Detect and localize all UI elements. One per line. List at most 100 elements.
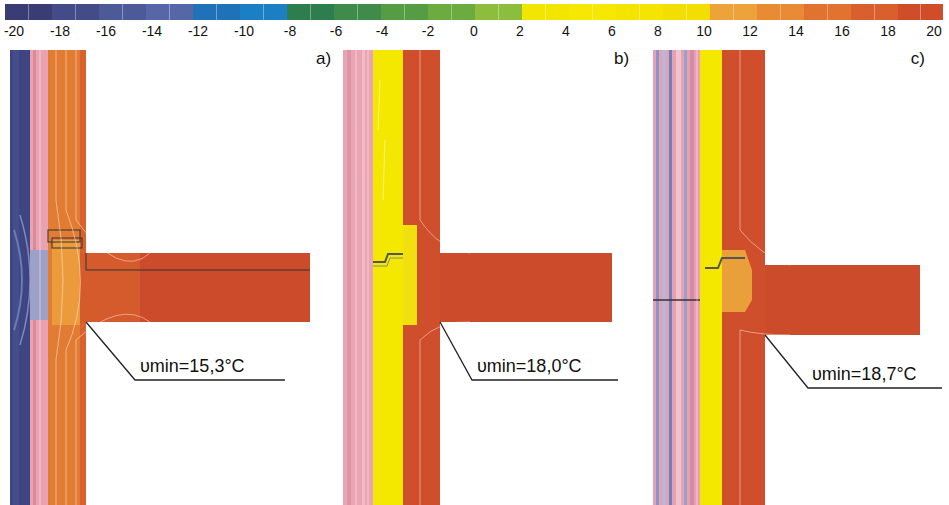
panel-a-field-part: [30, 50, 48, 505]
panel-c-field-part: [690, 50, 694, 505]
panel-a-field-part: [80, 322, 86, 505]
temperature-callout: υmin=15,3°C: [140, 357, 245, 377]
scale-value: -10: [234, 24, 254, 39]
color-scale-bar-part: [522, 4, 569, 20]
color-scale-bar-part: [757, 4, 804, 20]
panel-a-field-part: [80, 50, 86, 253]
scale-value: -16: [96, 24, 116, 39]
color-scale-bar-part-part: [920, 4, 921, 20]
panel-b-field-part: [403, 50, 440, 505]
scale-value: -14: [142, 24, 162, 39]
color-scale-bar-part: [334, 4, 381, 20]
temperature-callout: υmin=18,0°C: [477, 357, 582, 377]
color-scale-bar-part: [29, 4, 921, 20]
scale-value: -20: [4, 24, 24, 39]
color-scale-bar-part-part: [639, 4, 640, 20]
panel-letter: b): [614, 50, 629, 69]
panel-b-field-part: [373, 50, 403, 505]
scale-value: -4: [376, 24, 388, 39]
panel-a-field-part: [52, 238, 82, 248]
panel-a-field-part: [52, 240, 80, 325]
color-scale-bar-part: [898, 4, 943, 20]
scale-value: 20: [926, 24, 942, 39]
panel-c-field-part: [700, 50, 722, 505]
panel-b-field-part: [373, 258, 403, 266]
panel-a-field-part-part: [76, 50, 150, 261]
panel-c-field-part-part: [740, 50, 790, 265]
color-scale-bar-part: [804, 4, 851, 20]
panel-a-field-part: [20, 215, 30, 345]
panel-a-field-part: [40, 50, 150, 505]
panel-b-leader: [440, 322, 618, 380]
scale-value: 10: [696, 24, 712, 39]
color-scale-bar-part-part: [498, 4, 499, 20]
scale-value: -18: [50, 24, 70, 39]
color-scale-bar-part-part: [122, 4, 123, 20]
panel-c-field-part: [653, 50, 700, 505]
scale-value: -2: [422, 24, 434, 39]
scale-value: 16: [834, 24, 850, 39]
panel-a-field-part-part: [76, 314, 150, 505]
panel-a-leader-part: [86, 322, 285, 380]
color-scale-bar-part-part: [827, 4, 828, 20]
temperature-callout: υmin=18,7°C: [812, 365, 917, 385]
color-scale-bar-part: [240, 4, 287, 20]
color-scale-bar-part-part: [686, 4, 687, 20]
panel-letter: a): [316, 50, 331, 69]
color-scale-bar-part-part: [169, 4, 170, 20]
panel-c-leader: [765, 335, 942, 388]
panel-b-field-part: [356, 50, 470, 505]
scale-value: 4: [562, 24, 570, 39]
panel-b-field-part-part: [378, 80, 385, 200]
scale-value: 12: [742, 24, 758, 39]
color-scale-bar-part: [193, 4, 240, 20]
panel-b-field-part-part: [420, 50, 470, 253]
panel-a-field-part: [48, 50, 80, 505]
color-scale-bar-part: [99, 4, 146, 20]
color-scale-bar-part: [663, 4, 710, 20]
color-scale-bar-part: [381, 4, 428, 20]
color-scale-bar-part-part: [310, 4, 311, 20]
panel-a-field-part: [13, 50, 19, 505]
color-scale-bar-part: [287, 4, 334, 20]
scale-value: 2: [516, 24, 524, 39]
color-scale-bar-part: [569, 4, 616, 20]
panel-c-field: [653, 50, 920, 505]
panel-a-field-part: [86, 253, 310, 270]
color-scale-bar-part-part: [451, 4, 452, 20]
scale-value: 18: [880, 24, 896, 39]
color-scale-bar-part-part: [75, 4, 76, 20]
panel-a-field-part: [80, 253, 140, 322]
panel-c-field-part: [669, 50, 672, 505]
panel-b-field-part: [440, 253, 612, 322]
color-scale-bar-part-part: [874, 4, 875, 20]
color-scale-bar-part-part: [592, 4, 593, 20]
panel-c-field-part: [705, 258, 745, 268]
color-scale-bar-part-part: [28, 4, 29, 20]
panel-b-field-part: [362, 50, 365, 505]
scale-value: 6: [608, 24, 616, 39]
panel-letter: c): [911, 50, 925, 69]
color-scale-bar-part-part: [263, 4, 264, 20]
panel-b-field-part-part: [420, 322, 470, 505]
panel-a-field-part: [80, 253, 310, 322]
color-scale-bar-part: [428, 4, 475, 20]
scale-value: -12: [188, 24, 208, 39]
panel-a-field-part: [10, 50, 30, 505]
color-scale-bar-part: [851, 4, 898, 20]
color-scale-bar-part-part: [780, 4, 781, 20]
panel-b-field-part: [403, 225, 417, 325]
color-scale-bar-part: [710, 4, 757, 20]
panel-a-field-part-part: [40, 50, 41, 505]
panel-a-field-part-part: [56, 50, 63, 505]
panel-c-field-part: [656, 50, 659, 505]
color-scale-bar-part-part: [216, 4, 217, 20]
panel-b-field: [343, 50, 612, 505]
panel-c-leader-part: [765, 335, 942, 388]
panel-c-field-part: [722, 50, 765, 505]
panel-c-field-part: [676, 50, 681, 505]
panel-b-field-part: [347, 50, 351, 505]
scale-value: 8: [654, 24, 662, 39]
panel-c-field-part: [662, 50, 666, 505]
